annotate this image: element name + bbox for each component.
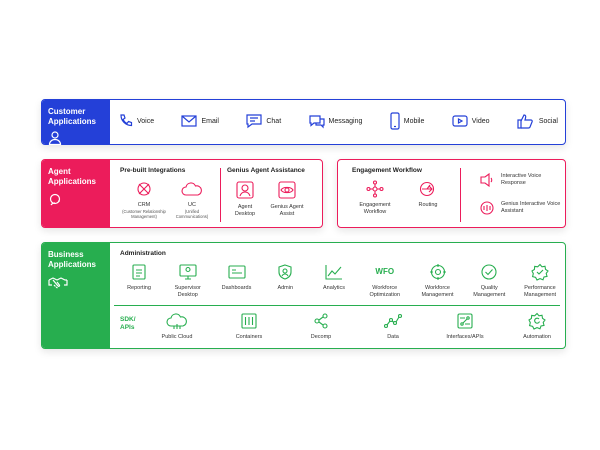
engagement-workflow-icon [366,180,384,198]
administration-title: Administration [120,250,166,257]
channel-messaging[interactable]: Messaging [308,113,362,129]
chat-icon [246,114,262,129]
agent-applications-label: Agent Applications [48,167,97,186]
admin-item-workforce-management[interactable]: Workforce Management [415,263,461,299]
mobile-icon [390,112,400,130]
routing-icon [419,181,435,197]
dashboards-icon [227,265,246,279]
video-icon [452,115,468,127]
customer-applications-label-block: Customer Applications [42,100,110,145]
sdk-apis-label: SDK/ APIs [120,316,136,331]
crm-icon [137,182,151,196]
public-cloud-icon [166,313,187,329]
channel-mobile[interactable]: Mobile [389,112,424,130]
sdk-item-public-cloud[interactable]: Public Cloud [152,312,202,341]
channel-chat[interactable]: Chat [245,113,281,129]
channel-social[interactable]: Social [516,112,558,130]
handshake-icon [48,277,68,289]
genius-agent-assist-icon [278,181,296,199]
prebuilt-integrations-title: Pre-built Integrations [120,167,186,174]
admin-icon [278,264,292,280]
performance-management-icon [531,263,549,281]
channel-voice[interactable]: Voice [118,113,154,129]
sdk-item-containers[interactable]: Containers [224,312,274,341]
uc-integration[interactable]: UC (Unified Communications) [164,180,220,219]
interfaces-apis-icon [457,313,473,329]
ivr-item[interactable]: Interactive Voice Response [479,173,563,187]
giva-icon [480,201,494,215]
business-applications-panel: Business Applications Administration Rep… [41,242,566,349]
genius-agent-assist[interactable]: Genius Agent Assist [266,180,308,218]
workforce-management-icon [429,264,446,280]
sdk-item-decomp[interactable]: Decomp [296,312,346,341]
data-icon [383,313,403,329]
automation-icon [528,312,546,330]
uc-cloud-icon [181,182,202,196]
analytics-icon [325,265,342,280]
sdk-item-data[interactable]: Data [368,312,418,341]
channel-video[interactable]: Video [451,113,490,129]
genius-agent-assistance-title: Genius Agent Assistance [227,167,305,174]
admin-item-quality-management[interactable]: Quality Management [467,263,511,299]
admin-item-reporting[interactable]: Reporting [118,263,160,299]
person-icon [48,131,62,145]
business-applications-label-block: Business Applications [42,243,110,348]
engagement-workflow-panel: Engagement Workflow Engagement Workflow … [337,159,566,228]
ivr-icon [480,173,493,187]
admin-item-analytics[interactable]: Analytics [313,263,355,299]
business-applications-label: Business Applications [48,250,97,269]
agent-divider [220,168,221,222]
engagement-workflow-item[interactable]: Engagement Workflow [352,180,398,216]
voice-icon [120,114,133,127]
supervisor-desktop-icon [179,264,197,280]
wfo-icon: WFO [375,267,395,276]
agent-applications-panel: Agent Applications Pre-built Integration… [41,159,323,228]
sdk-item-automation[interactable]: Automation [512,312,562,341]
customer-applications-label: Customer Applications [48,107,97,126]
sdk-apis-items: Public Cloud Containers Decomp Data Inte… [152,312,562,341]
engagement-divider [460,168,461,222]
agent-headset-icon [49,193,61,206]
decomp-icon [314,313,328,329]
routing-item[interactable]: Routing [408,180,448,209]
admin-item-dashboards[interactable]: Dashboards [216,263,258,299]
customer-channels: Voice Email Chat Messaging Mobile Video … [118,112,558,130]
agent-applications-label-block: Agent Applications [42,160,110,227]
admin-item-performance-management[interactable]: Performance Management [518,263,562,299]
customer-applications-panel: Customer Applications Voice Email Chat M… [41,99,566,145]
agent-desktop[interactable]: Agent Desktop [224,180,266,218]
quality-management-icon [481,264,497,280]
messaging-icon [308,115,325,129]
admin-item-supervisor-desktop[interactable]: Supervisor Desktop [167,263,209,299]
engagement-workflow-title: Engagement Workflow [352,167,422,174]
crm-integration[interactable]: CRM (Customer Relationship Management) [112,180,176,219]
administration-items: Reporting Supervisor Desktop Dashboards … [118,263,562,299]
admin-item-admin[interactable]: Admin [264,263,306,299]
genius-interactive-voice-assistant-item[interactable]: Genius Interactive Voice Assistant [479,200,565,216]
email-icon [181,115,198,127]
agent-desktop-icon [236,181,254,199]
social-icon [517,114,533,129]
sdk-item-interfaces-apis[interactable]: Interfaces/APIs [440,312,490,341]
channel-email[interactable]: Email [180,114,219,128]
reporting-icon [132,264,146,280]
business-divider [114,305,560,306]
admin-item-workforce-optimization[interactable]: WFO Workforce Optimization [362,263,408,299]
containers-icon [241,313,257,329]
